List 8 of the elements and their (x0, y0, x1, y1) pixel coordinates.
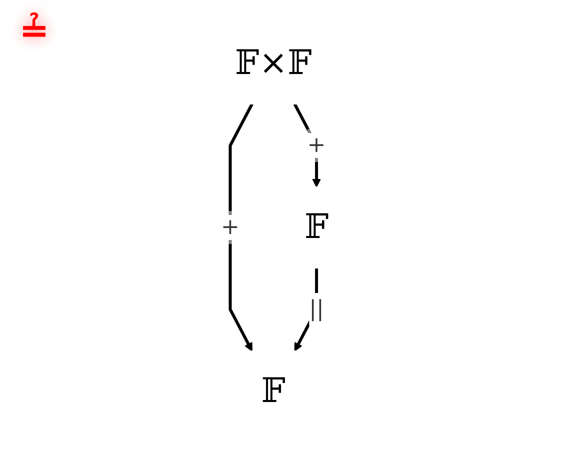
edge-label: || (309, 296, 324, 322)
arrow (228, 102, 254, 351)
edge-label: + (308, 132, 326, 158)
node-text: 𝔽 (262, 370, 286, 410)
note-label: ≟ (20, 10, 48, 51)
node-text: 𝔽 (304, 206, 329, 246)
edge-label: + (221, 214, 240, 240)
node-text: 𝔽×𝔽 (235, 42, 312, 82)
